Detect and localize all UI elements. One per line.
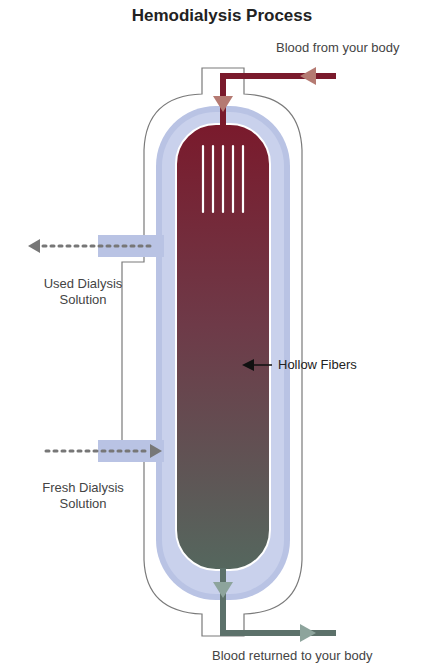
dialysate-chamber bbox=[156, 106, 290, 600]
fiber-line bbox=[232, 146, 234, 212]
flow-arrow bbox=[28, 239, 40, 253]
fiber-line bbox=[202, 146, 204, 212]
housing-outline bbox=[122, 68, 302, 636]
diagram-title: Hemodialysis Process bbox=[0, 8, 444, 24]
blood-out-tube bbox=[223, 568, 336, 633]
hollow-fibers bbox=[203, 146, 243, 212]
flow-arrow bbox=[213, 582, 233, 598]
blood-in-tube bbox=[223, 76, 336, 126]
fiber-line bbox=[212, 146, 214, 212]
fiber-line bbox=[242, 146, 244, 212]
flow-arrow bbox=[213, 96, 233, 112]
inlet-label: Fresh Dialysis Solution bbox=[20, 480, 146, 512]
part-label: Hollow Fibers bbox=[278, 357, 398, 373]
outlet-label: Blood returned to your body bbox=[212, 648, 438, 664]
leader-line bbox=[252, 364, 272, 366]
flow-arrow bbox=[300, 67, 316, 85]
leader-arrow bbox=[242, 359, 254, 371]
outlet-label: Used Dialysis Solution bbox=[20, 276, 146, 308]
used-flow-line bbox=[42, 245, 150, 248]
flow-arrow bbox=[150, 444, 162, 458]
flow-arrow bbox=[300, 624, 316, 642]
inlet-label: Blood from your body bbox=[276, 40, 440, 56]
fiber-line bbox=[222, 146, 224, 212]
fresh-flow-line bbox=[46, 450, 150, 453]
dialysate-inner bbox=[162, 112, 284, 594]
fiber-bundle bbox=[176, 124, 270, 570]
blood-out-tube bbox=[223, 568, 336, 633]
fresh-port bbox=[98, 440, 164, 462]
